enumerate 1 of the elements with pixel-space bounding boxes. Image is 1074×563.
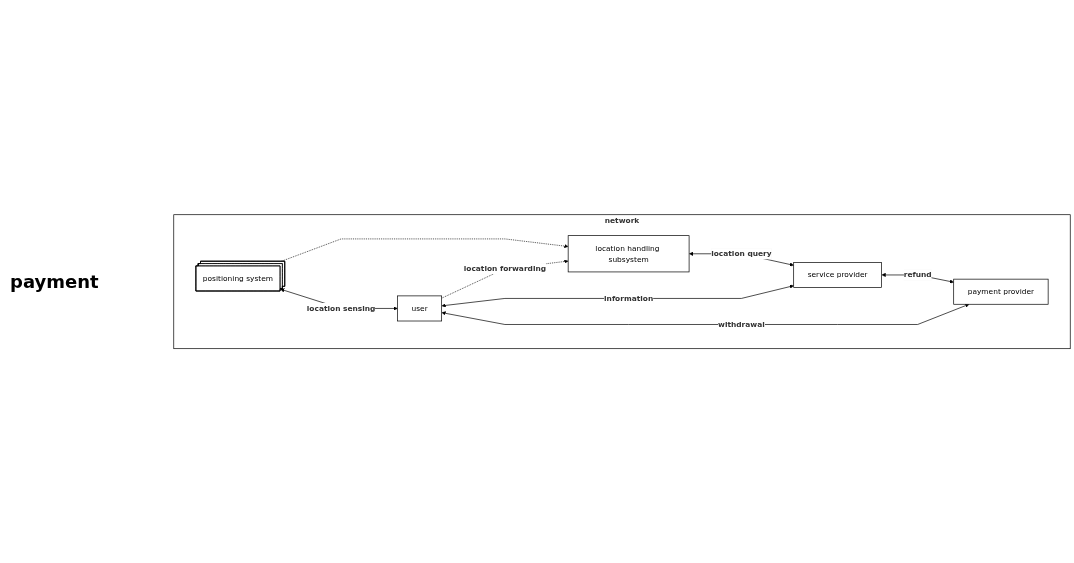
note-label: payment — [10, 271, 100, 292]
